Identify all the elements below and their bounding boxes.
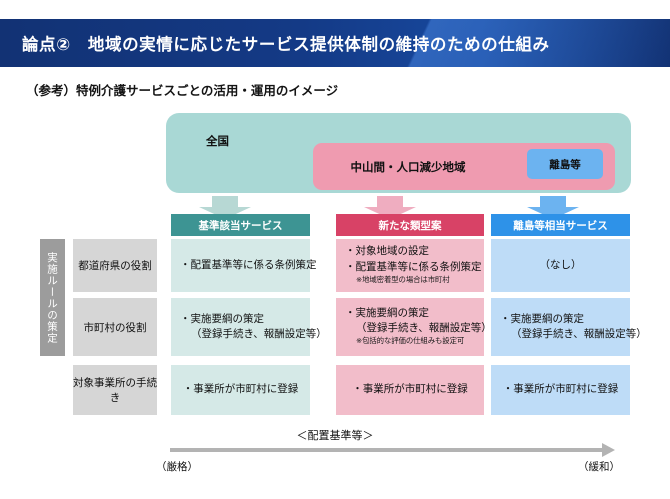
column-header-island: 離島等相当サービス: [491, 214, 630, 236]
row-label-facility-procedure: 対象事業所の手続き: [73, 365, 157, 415]
cell-prefecture-standard: ・配置基準等に係る条例策定: [171, 239, 317, 292]
cell-municipality-new-type: ・実施要綱の策定 （登録手続き、報酬設定等） ※包括的な評価の仕組みも設定可: [336, 298, 492, 356]
cell-procedure-standard: ・事業所が市町村に登録: [171, 365, 310, 415]
cell-line: （登録手続き、報酬設定等）: [356, 322, 492, 335]
cell-line: （登録手続き、報酬設定等）: [511, 328, 647, 340]
scope-national-label: 全国: [206, 136, 229, 148]
cell-municipality-standard: ・実施要綱の策定 （登録手続き、報酬設定等）: [171, 298, 327, 356]
cell-line: ・実施要綱の策定: [180, 312, 264, 325]
cell-line: ・配置基準等に係る条例策定: [180, 258, 317, 271]
cell-note: ※包括的な評価の仕組みも設定可: [356, 336, 465, 346]
cell-prefecture-island: （なし）: [491, 239, 630, 292]
cell-line: （登録手続き、報酬設定等）: [191, 328, 327, 340]
axis-label-strict: （厳格）: [156, 461, 198, 473]
cell-municipality-island: ・実施要綱の策定 （登録手続き、報酬設定等）: [491, 298, 647, 356]
cell-line: ・実施要綱の策定: [345, 306, 429, 319]
cell-line: ・配置基準等に係る条例策定: [345, 260, 482, 273]
column-header-standard: 基準該当サービス: [171, 214, 310, 236]
axis-label-relaxed: （緩和）: [578, 461, 620, 473]
axis-line: [170, 448, 602, 452]
scope-island-region: 離島等: [527, 149, 603, 179]
cell-line: ・対象地域の設定: [345, 245, 429, 258]
slide-header-band: 論点② 地域の実情に応じたサービス提供体制の維持のための仕組み: [0, 19, 670, 67]
page-title: 論点② 地域の実情に応じたサービス提供体制の維持のための仕組み: [22, 36, 550, 54]
cell-prefecture-new-type: ・対象地域の設定 ・配置基準等に係る条例策定 ※地域密着型の場合は市町村: [336, 239, 484, 292]
row-label-prefecture-role: 都道府県の役割: [73, 239, 157, 292]
axis-arrow-head-icon: [602, 443, 615, 457]
sub-heading: （参考）特例介護サービスごとの活用・運用のイメージ: [26, 84, 339, 98]
cell-line: ・実施要綱の策定: [500, 312, 584, 325]
scope-rural-label: 中山間・人口減少地域: [350, 161, 466, 174]
vertical-section-label: 実施ルールの策定: [40, 239, 65, 356]
cell-procedure-new-type: ・事業所が市町村に登録: [336, 365, 484, 415]
cell-procedure-island: ・事業所が市町村に登録: [491, 365, 630, 415]
row-label-municipality-role: 市町村の役割: [73, 298, 157, 356]
column-header-new-type: 新たな類型案: [336, 214, 484, 236]
cell-note: ※地域密着型の場合は市町村: [356, 274, 450, 284]
axis-title: ＜配置基準等＞: [296, 430, 374, 442]
